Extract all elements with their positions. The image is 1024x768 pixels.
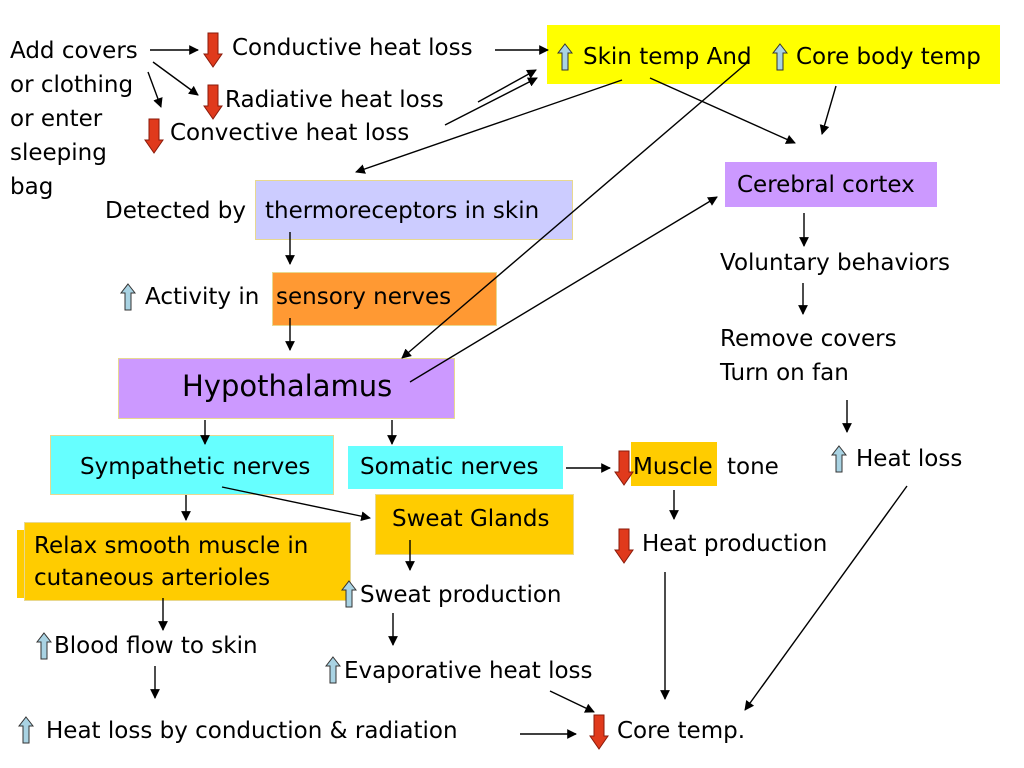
arrow-radiative-to-skintemp [477,69,537,103]
hypothalamus-label: Hypothalamus [182,369,393,403]
red-down-arrow-icon [614,450,634,486]
blue-up-arrow-icon [18,716,34,744]
detected-by-label: Detected by [105,198,246,224]
cortex-heat-loss-label: Heat loss [856,446,963,472]
add-covers-line: Add covers [10,38,138,64]
arrow-skintemp-to-cortex [649,77,796,144]
activity-in-label: Activity in [145,284,260,310]
sympathetic-nerves-box [50,435,334,495]
add-covers-text: Add covers or clothing or enter sleeping… [10,34,160,204]
add-covers-line: or enter [10,106,103,132]
convective-heat-loss: Convective heat loss [170,120,410,146]
skin-temp-label: Skin temp And [583,44,752,70]
evaporative-heat-loss-label: Evaporative heat loss [344,658,593,684]
relax-line2-label: cutaneous arterioles [34,565,271,591]
arrow-coretemp-to-cortex [819,85,837,135]
red-down-arrow-icon [614,528,634,564]
conductive-heat-loss: Conductive heat loss [232,35,473,61]
radiative-heat-loss: Radiative heat loss [225,87,444,113]
relax-muscle-box [24,522,351,601]
blood-flow-label: Blood flow to skin [54,633,258,659]
cerebral-cortex-box [725,162,937,207]
muscle-label: Muscle [633,454,713,480]
blue-up-arrow-icon [557,43,573,71]
arrow-evaporative-to-coretemp [549,690,595,713]
core-body-temp-label: Core body temp [796,44,981,70]
blue-up-arrow-icon [831,445,847,473]
sweat-glands-box [375,494,574,555]
cerebral-cortex-label: Cerebral cortex [737,172,915,198]
thermoreceptors-label: thermoreceptors in skin [265,198,540,224]
heat-loss-cond-rad-label: Heat loss by conduction & radiation [46,718,458,744]
add-covers-line: sleeping [10,140,107,166]
blue-up-arrow-icon [341,580,357,608]
somatic-nerves-box [348,446,563,489]
tone-label: tone [727,454,779,480]
heat-production-label: Heat production [642,531,828,557]
red-down-arrow-icon [203,84,223,120]
arrow-convective-to-skintemp [444,77,538,126]
turn-on-fan-label: Turn on fan [720,360,849,386]
blue-up-arrow-icon [325,656,341,684]
sympathetic-nerves-label: Sympathetic nerves [80,454,311,480]
relax-line1-label: Relax smooth muscle in [34,533,309,559]
red-down-arrow-icon [144,118,164,154]
blue-up-arrow-icon [120,283,136,311]
remove-covers-label: Remove covers [720,326,897,352]
red-down-arrow-icon [203,32,223,68]
add-covers-line: bag [10,174,54,200]
muscle-box [631,442,717,486]
add-covers-line: or clothing [10,72,134,98]
arrow-heatloss-to-coretemp [744,485,908,711]
blue-up-arrow-icon [36,632,52,660]
somatic-nerves-label: Somatic nerves [360,454,539,480]
sweat-production-label: Sweat production [360,582,562,608]
blue-up-arrow-icon [772,43,788,71]
red-down-arrow-icon [589,714,609,750]
voluntary-behaviors-label: Voluntary behaviors [720,250,950,276]
core-temp-label: Core temp. [617,718,746,744]
sensory-nerves-label: sensory nerves [276,284,452,310]
hypothalamus-box [118,358,455,419]
sweat-glands-label: Sweat Glands [392,506,550,532]
